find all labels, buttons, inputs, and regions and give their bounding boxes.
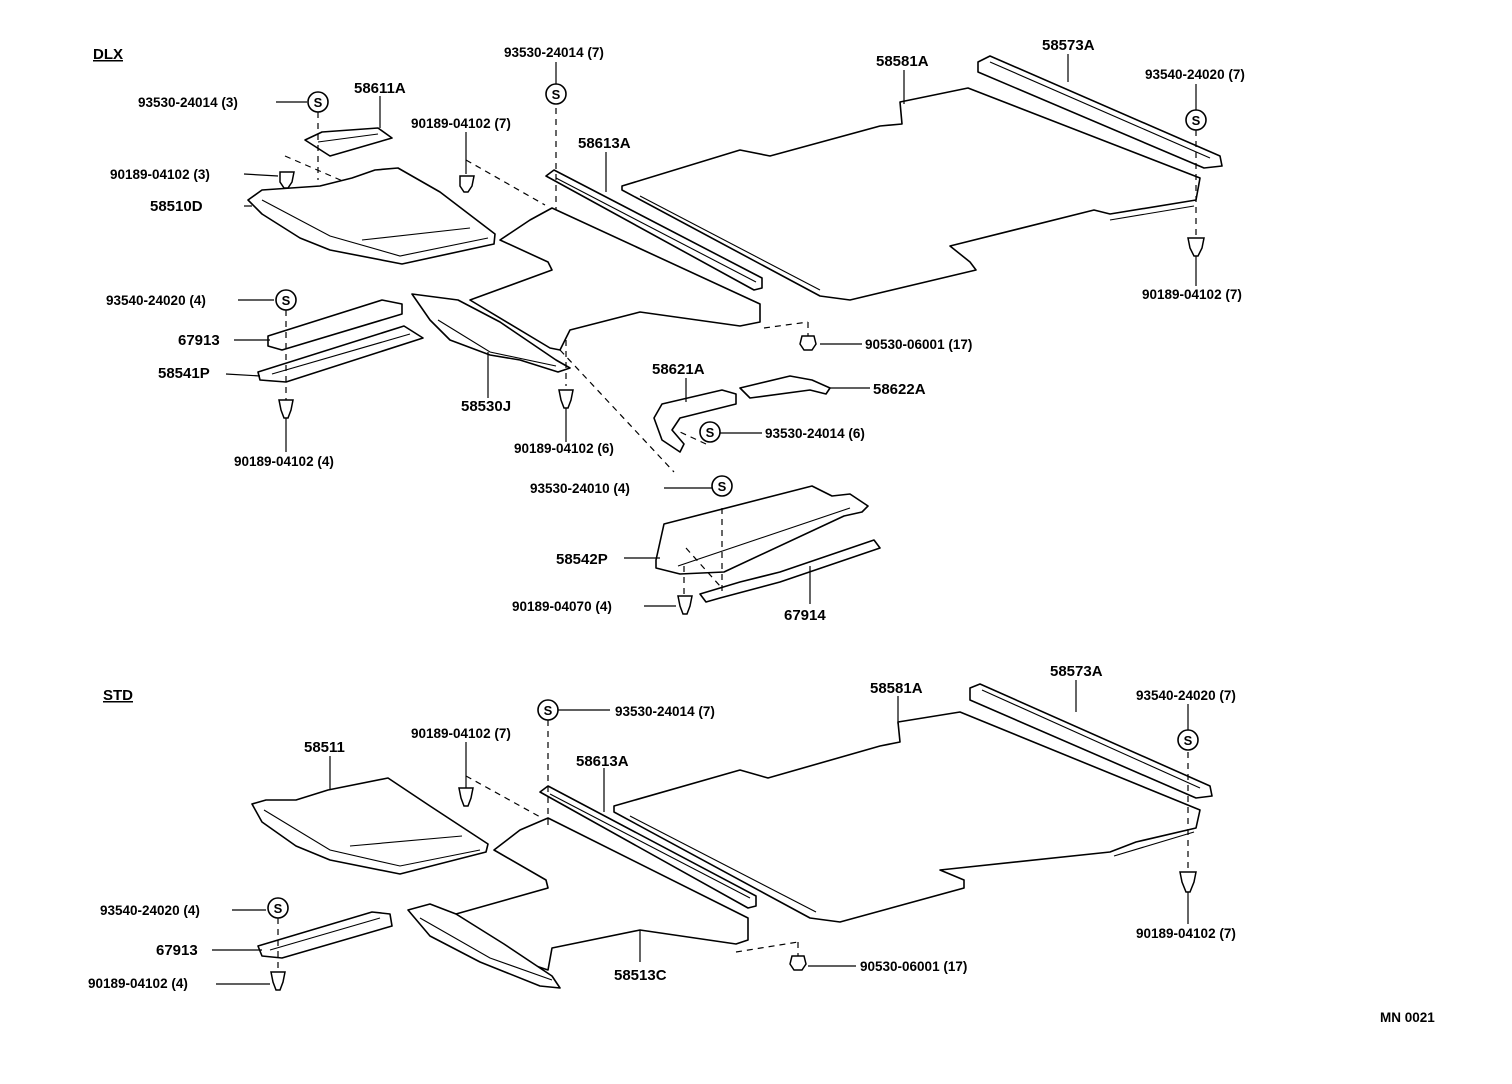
label-58581A: 58581A [876,53,929,70]
label-67914: 67914 [784,607,826,624]
part-58530J-shape [411,293,571,373]
label-58621A: 58621A [652,361,705,378]
std-label-58573A: 58573A [1050,663,1103,680]
label-58622A: 58622A [873,381,926,398]
std-label-90189-04102-7-left: 90189-04102 (7) [411,726,511,741]
clip-std-2 [1179,871,1197,893]
screw-symbol-dlx-6: S [711,475,733,497]
svg-text:S: S [718,479,727,494]
part-58611A-shape [304,127,393,157]
svg-text:S: S [706,425,715,440]
clip-dlx-3 [1187,237,1205,257]
label-90189-04070-4: 90189-04070 (4) [512,599,612,614]
std-label-93540-24020-4: 93540-24020 (4) [100,903,200,918]
svg-text:S: S [282,293,291,308]
label-90530-06001-17: 90530-06001 (17) [865,337,972,352]
clip-dlx-1 [279,171,295,189]
svg-text:S: S [314,95,323,110]
label-58611A: 58611A [354,80,406,97]
screw-symbol-std-3: S [267,897,289,919]
svg-text:S: S [274,901,283,916]
std-label-90530-06001-17: 90530-06001 (17) [860,959,967,974]
clip-dlx-4 [278,399,294,419]
label-90189-04102-7-left: 90189-04102 (7) [411,116,511,131]
part-58581A-shape [621,87,1201,301]
part-67913-shape [267,299,403,351]
std-label-93530-24014-7: 93530-24014 (7) [615,704,715,719]
std-label-93540-24020-7: 93540-24020 (7) [1136,688,1236,703]
svg-text:S: S [552,87,561,102]
part-58621A-shape [653,389,737,453]
std-heading: STD [103,687,133,704]
svg-text:S: S [1192,113,1201,128]
clip-dlx-6 [677,595,693,615]
part-58573A-shape [977,55,1223,169]
part-58541P-shape [257,325,424,383]
diagram-code: MN 0021 [1380,1010,1435,1025]
label-93540-24020-4: 93540-24020 (4) [106,293,206,308]
part-58622A-shape [739,375,831,399]
std-part-58573A-shape [969,683,1213,799]
part-58513C-shape [455,817,749,971]
clip-std-1 [458,787,474,807]
screw-symbol-dlx-4: S [275,289,297,311]
label-90189-04102-7-right: 90189-04102 (7) [1142,287,1242,302]
label-58541P: 58541P [158,365,210,382]
screw-symbol-dlx-5: S [699,421,721,443]
svg-text:S: S [1184,733,1193,748]
label-58542P: 58542P [556,551,608,568]
label-93540-24020-7: 93540-24020 (7) [1145,67,1245,82]
std-section: STD [88,663,1236,991]
part-58542P-shape [655,485,869,575]
std-label-67913: 67913 [156,942,198,959]
screw-symbol-std-2: S [1177,729,1199,751]
dlx-section: DLX [93,37,1245,624]
label-93530-24014-6: 93530-24014 (6) [765,426,865,441]
label-67913: 67913 [178,332,220,349]
nut-dlx-1 [799,335,817,351]
screw-symbol-std-1: S [537,699,559,721]
label-58613A: 58613A [578,135,631,152]
label-93530-24014-3: 93530-24014 (3) [138,95,238,110]
std-label-90189-04102-7-right: 90189-04102 (7) [1136,926,1236,941]
label-93530-24010-4: 93530-24010 (4) [530,481,630,496]
label-58510D: 58510D [150,198,203,215]
std-part-67913-shape [257,911,393,959]
screw-symbol-dlx-1: S [307,91,329,113]
label-58530J: 58530J [461,398,511,415]
part-std-left-panel-shape [407,903,561,989]
std-part-58581A-shape [613,711,1201,923]
label-58573A: 58573A [1042,37,1095,54]
label-90189-04102-6: 90189-04102 (6) [514,441,614,456]
clip-std-3 [270,971,286,991]
std-label-58511: 58511 [304,739,345,756]
part-58613A-shape [545,169,763,291]
screw-symbol-dlx-3: S [1185,109,1207,131]
std-label-58613A: 58613A [576,753,629,770]
label-90189-04102-3: 90189-04102 (3) [110,167,210,182]
dlx-heading: DLX [93,46,123,63]
std-label-58513C: 58513C [614,967,667,984]
nut-std-1 [789,955,807,971]
part-58511-shape [251,777,489,875]
std-part-58613A-shape [539,785,757,909]
label-93530-24014-7: 93530-24014 (7) [504,45,604,60]
svg-text:S: S [544,703,553,718]
screw-symbol-dlx-2: S [545,83,567,105]
label-90189-04102-4: 90189-04102 (4) [234,454,334,469]
clip-dlx-5 [558,389,574,409]
part-floor-middle-shape [469,207,761,351]
part-67914-shape [699,539,881,603]
clip-dlx-2 [459,175,475,193]
std-label-58581A: 58581A [870,680,923,697]
part-58510D-shape [247,167,496,265]
std-label-90189-04102-4: 90189-04102 (4) [88,976,188,991]
